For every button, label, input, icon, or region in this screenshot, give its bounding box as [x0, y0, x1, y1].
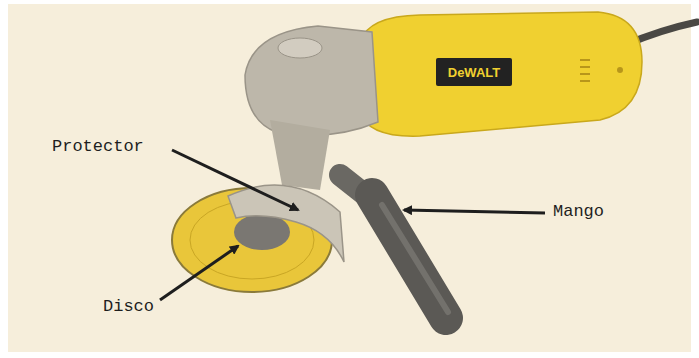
leader-arrow [160, 246, 238, 300]
part-label: Disco [103, 298, 154, 317]
disc-hub [234, 214, 290, 250]
leader-arrow [404, 210, 545, 213]
side-handle [372, 195, 446, 318]
leader-arrow [172, 150, 298, 210]
brand-badge [436, 58, 512, 86]
part-label: Mango [553, 203, 604, 222]
gear-head [245, 26, 378, 135]
switch-dot [617, 67, 623, 73]
part-label: Protector [52, 138, 144, 157]
handle-highlight [382, 205, 448, 312]
disc-guard [228, 185, 344, 262]
vent-grille [580, 60, 590, 81]
spindle-neck [270, 120, 330, 190]
background-panel [8, 4, 691, 352]
brand-logo: DeWALT [448, 66, 500, 79]
motor-housing [360, 12, 642, 136]
spindle-lock [278, 38, 322, 58]
